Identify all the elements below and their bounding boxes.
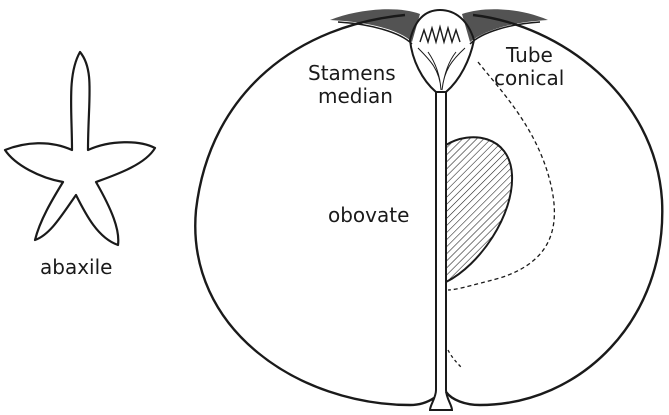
label-abaxile: abaxile (40, 255, 112, 279)
label-conical: conical (494, 66, 564, 90)
label-obovate: obovate (328, 203, 409, 227)
label-median: median (318, 84, 393, 108)
seed-obovate (446, 137, 512, 282)
calyx-basin (330, 9, 548, 44)
calyx-cup (410, 10, 474, 92)
fruit-outline (195, 15, 662, 405)
star-core-outline (5, 52, 155, 245)
label-tube: Tube (505, 43, 553, 67)
label-stamens: Stamens (308, 61, 396, 85)
